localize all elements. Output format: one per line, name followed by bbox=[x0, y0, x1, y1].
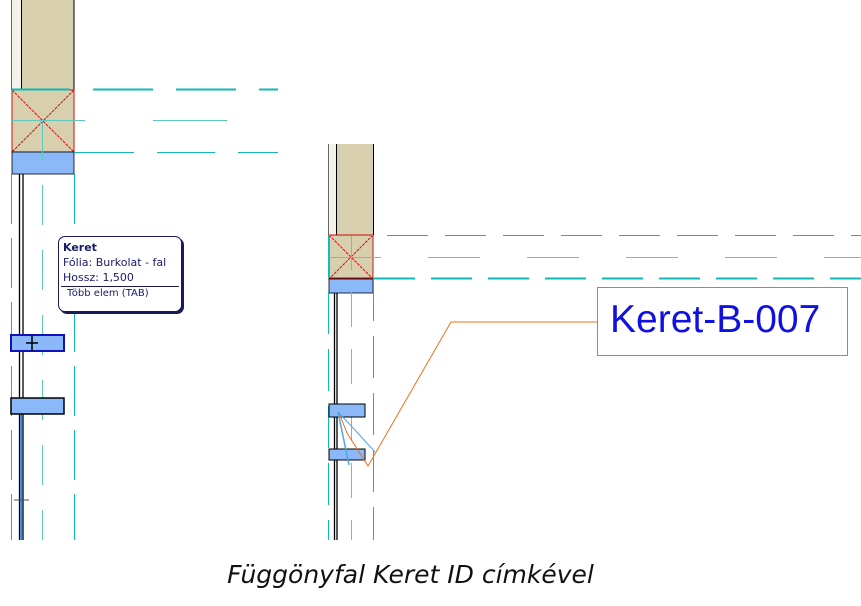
element-info-tooltip: Keret Fólia: Burkolat - fal Hossz: 1,500… bbox=[58, 236, 182, 312]
drawing-canvas[interactable] bbox=[0, 0, 861, 540]
right-transom-upper[interactable] bbox=[328, 403, 366, 418]
crosshair-cursor-icon bbox=[26, 335, 38, 351]
right-horizontal-guides bbox=[329, 235, 861, 280]
right-guide-lines bbox=[328, 235, 374, 540]
tooltip-title: Keret bbox=[63, 241, 97, 254]
frame-id-text: Keret-B-007 bbox=[610, 298, 821, 341]
left-wall-column[interactable] bbox=[11, 0, 75, 175]
left-mullion[interactable] bbox=[14, 174, 29, 540]
floor-plan-drawing bbox=[10, 0, 861, 540]
left-guide-lines bbox=[11, 120, 75, 540]
figure-caption: Függönyfal Keret ID címkével bbox=[227, 560, 594, 589]
left-horizontal-guides bbox=[12, 88, 278, 153]
tooltip-length: Hossz: 1,500 bbox=[63, 271, 134, 284]
tooltip-layer: Fólia: Burkolat - fal bbox=[63, 256, 167, 269]
label-leader-line bbox=[337, 321, 597, 467]
tooltip-more-elements: Több elem (TAB) bbox=[61, 286, 179, 301]
right-wall-column[interactable] bbox=[328, 144, 374, 294]
left-transom[interactable] bbox=[10, 397, 65, 415]
frame-id-label[interactable]: Keret-B-007 bbox=[597, 287, 848, 356]
